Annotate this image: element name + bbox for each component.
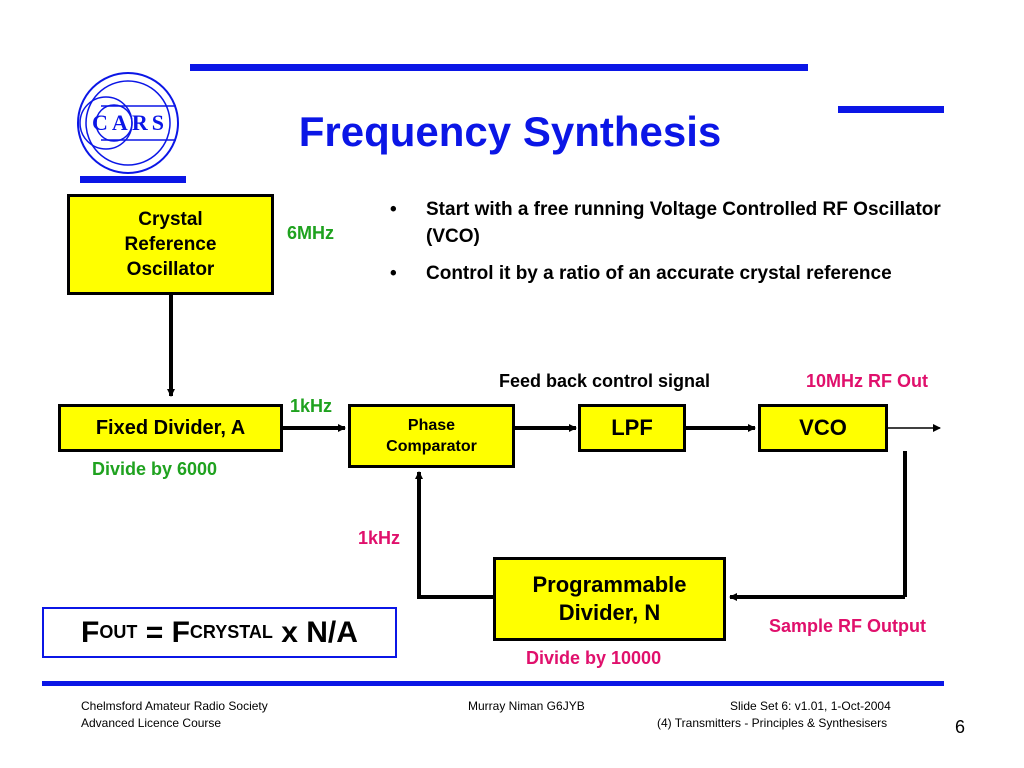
top-accent-bar [190,64,808,71]
lpf-block: LPF [578,404,686,452]
crystal-oscillator-label: Crystal Reference Oscillator [124,209,217,280]
vco-label: VCO [799,415,847,440]
fixed-divider-label: Fixed Divider, A [95,416,246,439]
bullet-list: • Start with a free running Voltage Cont… [388,196,1008,297]
rf-out-label: 10MHz RF Out [806,371,929,391]
bullet-item: • Control it by a ratio of an accurate c… [388,260,1008,287]
formula-out-subscript: OUT [99,622,138,642]
divide-a-label: Divide by 6000 [92,459,218,479]
formula-equals-f: = F [145,615,190,649]
programmable-divider-block: Programmable Divider, N [493,557,726,641]
feedback-signal-label: Feed back control signal [499,371,711,391]
feedback-frequency-label: 1kHz [358,528,401,548]
footer-society: Chelmsford Amateur Radio Society [81,699,268,713]
bullet-dot-icon: • [390,263,397,284]
programmable-divider-label: Programmable Divider, N [532,572,687,625]
formula-f: F [81,615,100,649]
formula-crystal-subscript: CRYSTAL [189,622,273,642]
fixed-divider-block: Fixed Divider, A [58,404,283,452]
bullet-item: • Start with a free running Voltage Cont… [388,196,1008,250]
wire-divider-to-comparator-feedback [415,471,493,599]
crystal-oscillator-block: Crystal Reference Oscillator [67,194,274,295]
sample-rf-label: Sample RF Output [769,616,926,636]
logo-underline-bar [80,176,186,183]
bullet-dot-icon: • [390,199,397,220]
lpf-label: LPF [611,415,653,440]
footer-course: Advanced Licence Course [81,716,222,730]
crystal-frequency-label: 6MHz [287,223,335,243]
divide-n-label: Divide by 10000 [526,648,662,668]
slide-title: Frequency Synthesis [298,108,722,155]
cars-logo: CARS [66,66,186,178]
page-number: 6 [955,717,966,737]
footer-topic: (4) Transmitters - Principles & Synthesi… [657,716,888,730]
phase-comparator-label: Phase Comparator [386,417,477,455]
logo-circles [77,72,179,174]
logo-text: CARS [92,110,168,135]
bullet-text: Control it by a ratio of an accurate cry… [426,263,892,284]
formula-ratio: x N/A [281,615,358,649]
vco-block: VCO [758,404,888,452]
footer-divider [42,681,944,686]
footer-slide-set: Slide Set 6: v1.01, 1-Oct-2004 [730,699,891,713]
reference-frequency-label: 1kHz [290,396,333,416]
right-accent-bar [838,106,944,113]
bullet-text: Start with a free running Voltage Contro… [426,199,941,247]
phase-comparator-block: Phase Comparator [348,404,515,468]
footer-author: Murray Niman G6JYB [468,699,585,713]
